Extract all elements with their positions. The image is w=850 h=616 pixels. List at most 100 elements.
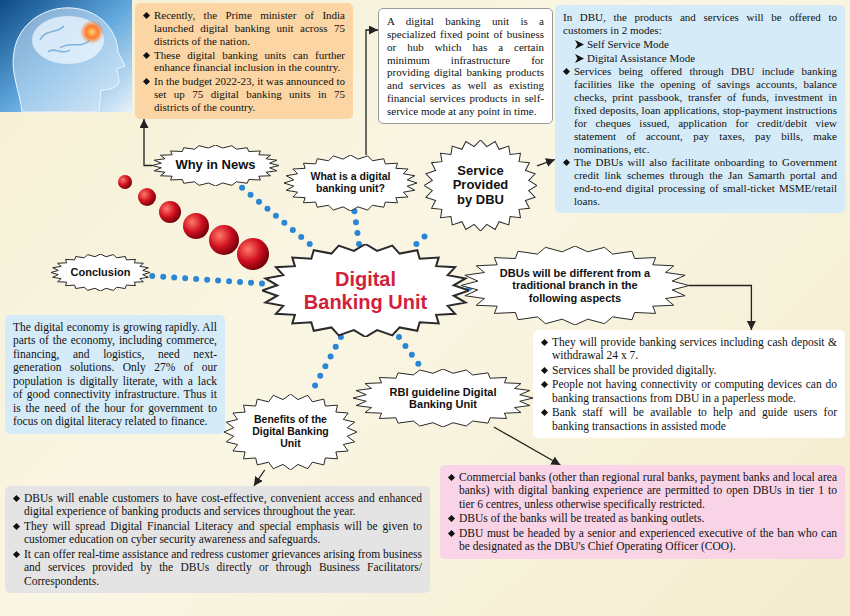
arrow-connector (254, 470, 265, 486)
box-text: People not having connectivity or comput… (552, 378, 837, 405)
star-label: Why in News (175, 158, 255, 173)
starburst-shape (284, 155, 417, 211)
list-item: They will provide banking services inclu… (541, 336, 837, 363)
illustration-ground (0, 0, 132, 112)
bullet-arrow (575, 40, 584, 49)
bullet-diamond (448, 515, 455, 522)
star-label: Benefits of the Digital Banking Unit (248, 414, 333, 449)
list-item: Services being offered through DBU inclu… (563, 65, 837, 155)
list-item: These digital banking units can further … (143, 49, 345, 75)
bullet-diamond (541, 409, 548, 416)
star-label: Service Provided by DBU (446, 164, 516, 208)
starburst-shape (152, 145, 279, 186)
list-item: DBU must be headed by a senior and exper… (448, 527, 837, 554)
heading-burst: Benefits of the Digital Banking Unit (224, 394, 357, 470)
benefits-box: DBUs will enable customers to have cost-… (5, 486, 430, 593)
bullet-diamond (13, 495, 20, 502)
red-ball (183, 213, 209, 239)
heading-burst: Service Provided by DBU (424, 140, 537, 231)
heading-burst: RBI guideline Digital Banking Unit (353, 369, 533, 427)
brain-glow (80, 20, 104, 44)
box-text: A digital banking unit is a specialized … (387, 15, 544, 118)
bullet-diamond (563, 159, 570, 166)
box-text: They will spread Digital Financial Liter… (24, 520, 422, 547)
red-ball (138, 188, 156, 206)
box-text: Services being offered through DBU inclu… (574, 65, 837, 155)
list-item: A digital banking unit is a specialized … (387, 15, 544, 118)
news-box: Recently, the Prime minister of India la… (135, 3, 353, 119)
bullet-diamond (143, 52, 150, 59)
head-silhouette (13, 8, 125, 112)
box-text: The digital economy is growing rapidly. … (13, 321, 217, 429)
list-item: Services shall be provided digitally. (541, 364, 837, 377)
bullet-diamond (541, 381, 548, 388)
heading-burst: Why in News (152, 145, 279, 186)
list-item: Bank staff will be available to help and… (541, 406, 837, 433)
list-item: It can offer real-time assistance and re… (13, 548, 422, 588)
bullet-diamond (143, 12, 150, 19)
definition-box: A digital banking unit is a specialized … (378, 8, 553, 124)
red-ball (209, 225, 239, 255)
box-text: They will provide banking services inclu… (552, 336, 837, 363)
box-text: Recently, the Prime minister of India la… (154, 9, 345, 48)
box-text: Commercial banks (other than regional ru… (459, 471, 837, 511)
star-label: Digital Banking Unit (296, 268, 436, 313)
dotted-chain (416, 231, 430, 244)
starburst-shape (51, 254, 150, 291)
list-item: DBUs will enable customers to have cost-… (13, 492, 422, 519)
list-item: In the budget 2022-23, it was announced … (143, 75, 345, 114)
box-text: In the budget 2022-23, it was announced … (154, 75, 345, 114)
dotted-chain (150, 276, 262, 284)
bullet-arrow (575, 54, 584, 63)
bullet-diamond (13, 523, 20, 530)
list-item: Self Service Mode (563, 38, 837, 51)
box-text: The DBUs will also facilitate onboarding… (574, 156, 837, 207)
arrow-connector (144, 119, 152, 166)
list-item: Digital Assistance Mode (563, 52, 837, 65)
star-label: What is a digital banking unit? (308, 171, 393, 195)
starburst-shape (224, 394, 357, 470)
box-text: DBUs of the banks will be treated as ban… (459, 512, 837, 525)
bullet-diamond (13, 551, 20, 558)
star-label: DBUs will be different from a traditiona… (498, 267, 653, 304)
bullet-diamond (448, 530, 455, 537)
dotted-chain (311, 337, 341, 394)
bullet-diamond (563, 68, 570, 75)
brain-shape (32, 16, 104, 64)
starburst-shape (424, 140, 537, 231)
conclusion-box: The digital economy is growing rapidly. … (5, 315, 225, 434)
arrow-connector (689, 286, 751, 331)
red-ball (159, 201, 181, 223)
central-burst: Digital Banking Unit (262, 244, 469, 337)
box-text: DBUs will enable customers to have cost-… (24, 492, 422, 519)
starburst-shape (461, 246, 689, 325)
bullet-diamond (448, 474, 455, 481)
box-text: Digital Assistance Mode (587, 52, 837, 65)
dotted-chain (399, 337, 422, 369)
list-item: In DBU, the products and services will b… (563, 11, 837, 37)
arrow-connector (366, 30, 378, 155)
heading-burst: DBUs will be different from a traditiona… (461, 246, 689, 325)
heading-burst: Conclusion (51, 254, 150, 291)
box-text: These digital banking units can further … (154, 49, 345, 75)
arrow-connector (537, 160, 555, 166)
box-text: DBU must be headed by a senior and exper… (459, 527, 837, 554)
bullet-diamond (541, 339, 548, 346)
box-text: Bank staff will be available to help and… (552, 406, 837, 433)
list-item: People not having connectivity or comput… (541, 378, 837, 405)
heading-burst: What is a digital banking unit? (284, 155, 417, 211)
list-item: They will spread Digital Financial Liter… (13, 520, 422, 547)
star-label: RBI guideline Digital Banking Unit (383, 386, 503, 411)
star-label: Conclusion (71, 266, 131, 278)
list-item: The DBUs will also facilitate onboarding… (563, 156, 837, 207)
bullet-diamond (143, 78, 150, 85)
bullet-arrow-shape (575, 40, 584, 49)
starburst-shape (353, 369, 533, 427)
box-text: In DBU, the products and services will b… (563, 11, 837, 37)
starburst-shape (262, 244, 469, 337)
red-ball (237, 238, 269, 270)
bullet-arrow-shape (575, 54, 584, 63)
aspects-box: They will provide banking services inclu… (533, 330, 845, 438)
